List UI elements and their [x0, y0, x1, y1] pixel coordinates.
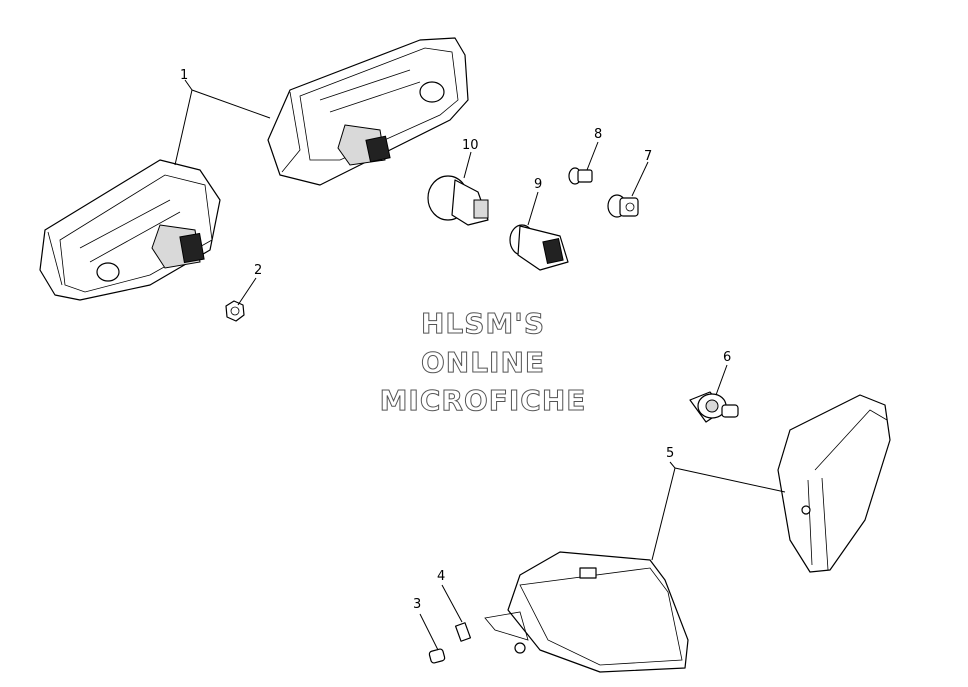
bulb-wedge-large[interactable] — [427, 175, 489, 226]
headlight-bulb[interactable] — [689, 391, 739, 423]
watermark-line1: HLSM'S — [421, 307, 545, 340]
watermark-line3: MICROFICHE — [380, 384, 587, 417]
callout-10: 10 — [462, 138, 479, 153]
callout-4: 4 — [437, 569, 445, 584]
nut[interactable] — [225, 300, 245, 322]
callout-5: 5 — [666, 446, 674, 461]
watermark: HLSM'S ONLINE MICROFICHE — [379, 307, 587, 418]
leader-lines — [174, 79, 786, 651]
tail-light-lower[interactable] — [39, 159, 221, 301]
callout-7: 7 — [644, 149, 652, 164]
headlight-right[interactable] — [777, 394, 891, 573]
socket-small[interactable] — [607, 194, 639, 218]
headlight-lower[interactable] — [484, 551, 689, 673]
bulb-small[interactable] — [568, 167, 593, 185]
callout-3: 3 — [413, 597, 421, 612]
tail-light-upper[interactable] — [267, 37, 469, 186]
callout-9: 9 — [534, 177, 542, 192]
clip[interactable] — [454, 622, 472, 642]
callout-2: 2 — [254, 263, 262, 278]
callout-6: 6 — [723, 350, 731, 365]
bulb-socket[interactable] — [509, 224, 569, 271]
callout-1: 1 — [180, 68, 188, 83]
watermark-line2: ONLINE — [421, 346, 545, 379]
screw[interactable] — [428, 648, 446, 664]
callout-8: 8 — [594, 127, 602, 142]
